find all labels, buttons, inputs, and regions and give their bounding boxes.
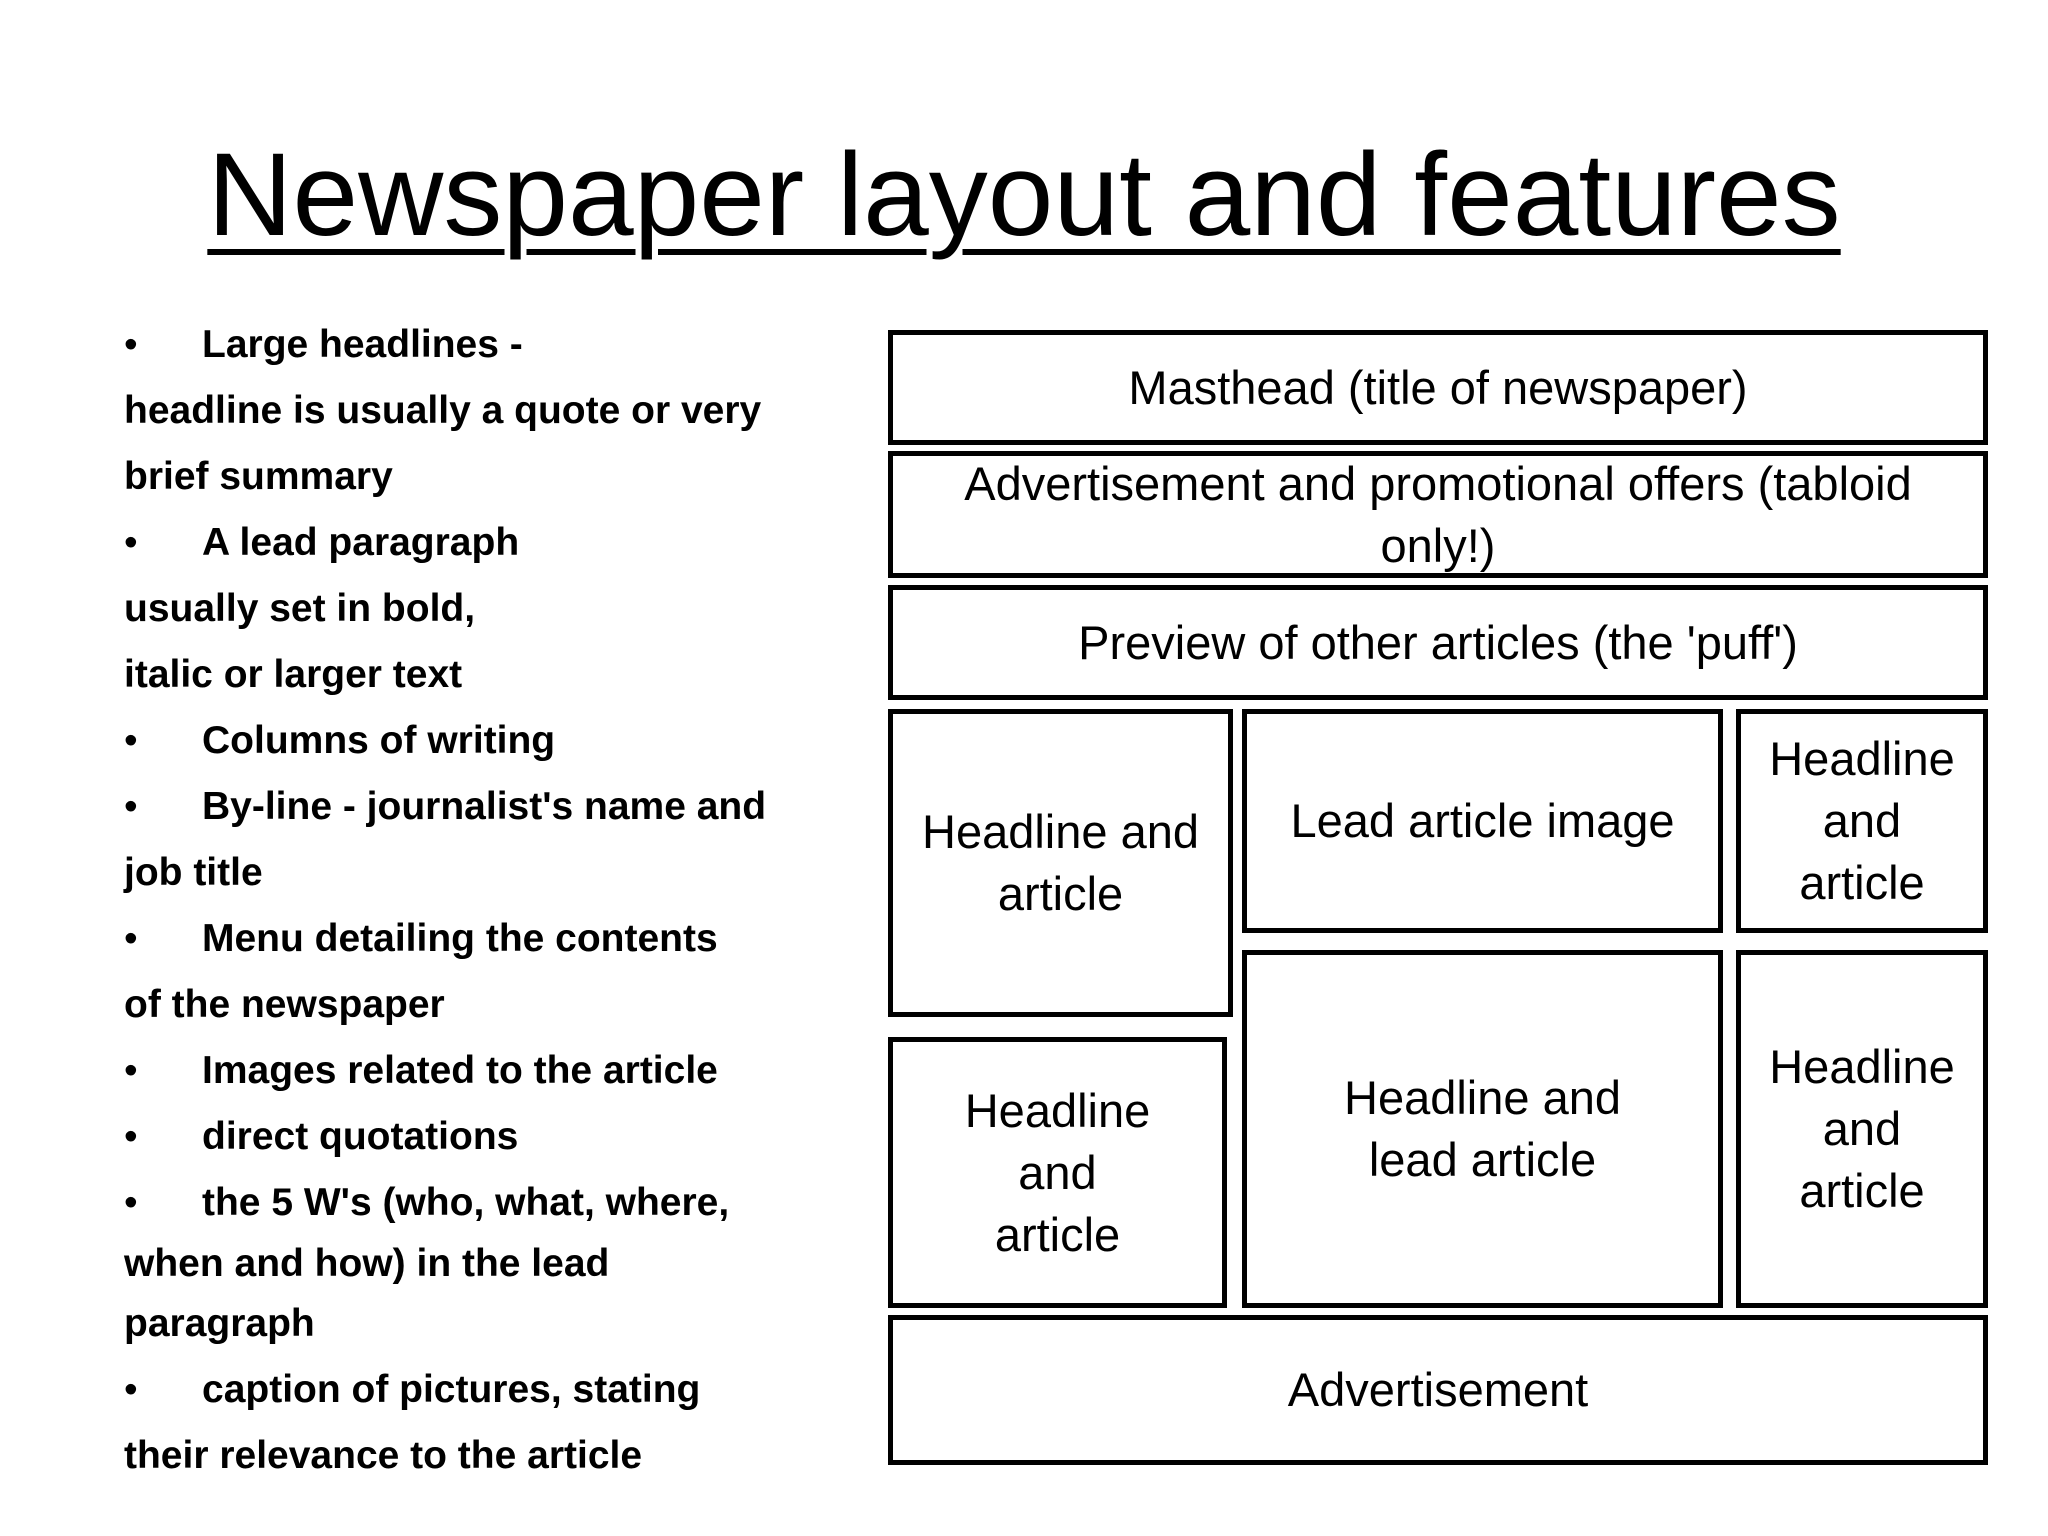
bullet-icon: • <box>124 719 138 762</box>
headline-article-right-bottom-box: Headline and article <box>1736 950 1988 1308</box>
bullet-item: • A lead paragraph <box>124 510 844 576</box>
features-list: • Large headlines - headline is usually a … <box>124 312 844 1489</box>
advertisement-offers-label: Advertisement and promotional offers (ta… <box>964 456 1912 572</box>
bullet-icon: • <box>124 1181 138 1224</box>
bullet-continuation: of the newspaper <box>124 972 844 1038</box>
preview-box: Preview of other articles (the 'puff') <box>888 585 1988 700</box>
bullet-continuation: brief summary <box>124 444 844 510</box>
bullet-item: • direct quotations <box>124 1104 844 1170</box>
bullet-item: • By-line - journalist's name and <box>124 774 844 840</box>
advertisement-offers-box: Advertisement and promotional offers (ta… <box>888 451 1988 578</box>
bullet-text: brief summary <box>124 455 393 498</box>
bullet-text: direct quotations <box>202 1115 519 1158</box>
bullet-text: headline is usually a quote or very <box>124 389 762 432</box>
headline-lead-article-box: Headline and lead article <box>1242 950 1723 1308</box>
bullet-continuation: job title <box>124 840 844 906</box>
bullet-item: • Large headlines - <box>124 312 844 378</box>
advertisement-label: Advertisement <box>1287 1363 1589 1416</box>
bullet-text: Menu detailing the contents <box>202 917 718 960</box>
advertisement-box: Advertisement <box>888 1315 1988 1465</box>
bullet-icon: • <box>124 917 138 960</box>
bullet-item: • caption of pictures, stating <box>124 1357 844 1423</box>
headline-article-left-bottom-box: Headline and article <box>888 1037 1227 1308</box>
bullet-text: when and how) in the lead <box>124 1242 610 1285</box>
bullet-text: paragraph <box>124 1302 315 1345</box>
bullet-text: the 5 W's (who, what, where, <box>202 1181 730 1224</box>
bullet-item: • Images related to the article <box>124 1038 844 1104</box>
bullet-icon: • <box>124 521 138 564</box>
bullet-text: of the newspaper <box>124 983 445 1026</box>
headline-lead-article-label: Headline and lead article <box>1344 1071 1621 1186</box>
bullet-text: By-line - journalist's name and <box>202 785 767 828</box>
bullet-text: Columns of writing <box>202 719 556 762</box>
headline-article-right-top-label: Headline and article <box>1769 732 1955 909</box>
bullet-icon: • <box>124 1049 138 1092</box>
bullet-continuation: italic or larger text <box>124 642 844 708</box>
bullet-text: job title <box>124 851 263 894</box>
bullet-icon: • <box>124 1115 138 1158</box>
lead-image-label: Lead article image <box>1290 794 1675 847</box>
masthead-label: Masthead (title of newspaper) <box>1128 360 1748 414</box>
bullet-text: caption of pictures, stating <box>202 1368 701 1411</box>
bullet-text: their relevance to the article <box>124 1434 643 1477</box>
bullet-item: • Menu detailing the contents <box>124 906 844 972</box>
masthead-box: Masthead (title of newspaper) <box>888 330 1988 445</box>
bullet-icon: • <box>124 323 138 366</box>
bullet-text: usually set in bold, <box>124 587 476 630</box>
slide-title-text: Newspaper layout and features <box>207 129 1841 261</box>
headline-article-right-bottom-label: Headline and article <box>1769 1040 1955 1217</box>
bullet-continuation: when and how) in the lead <box>124 1236 844 1291</box>
lead-image-box: Lead article image <box>1242 709 1723 933</box>
bullet-continuation: usually set in bold, <box>124 576 844 642</box>
bullet-text: Images related to the article <box>202 1049 718 1092</box>
preview-label: Preview of other articles (the 'puff') <box>1078 615 1798 669</box>
bullet-text: italic or larger text <box>124 653 463 696</box>
headline-article-right-top-box: Headline and article <box>1736 709 1988 933</box>
slide-title: Newspaper layout and features <box>0 130 2048 260</box>
bullet-continuation: paragraph <box>124 1291 844 1357</box>
bullet-item: • the 5 W's (who, what, where, <box>124 1170 844 1236</box>
bullet-text: A lead paragraph <box>202 521 520 564</box>
headline-article-left-box: Headline and article <box>888 709 1233 1017</box>
bullet-icon: • <box>124 785 138 828</box>
bullet-item: • Columns of writing <box>124 708 844 774</box>
headline-article-left-label: Headline and article <box>922 805 1199 920</box>
bullet-icon: • <box>124 1368 138 1411</box>
bullet-continuation: their relevance to the article <box>124 1423 844 1489</box>
headline-article-left-bottom-label: Headline and article <box>964 1083 1151 1261</box>
bullet-text: Large headlines - <box>202 323 523 366</box>
bullet-continuation: headline is usually a quote or very <box>124 378 844 444</box>
